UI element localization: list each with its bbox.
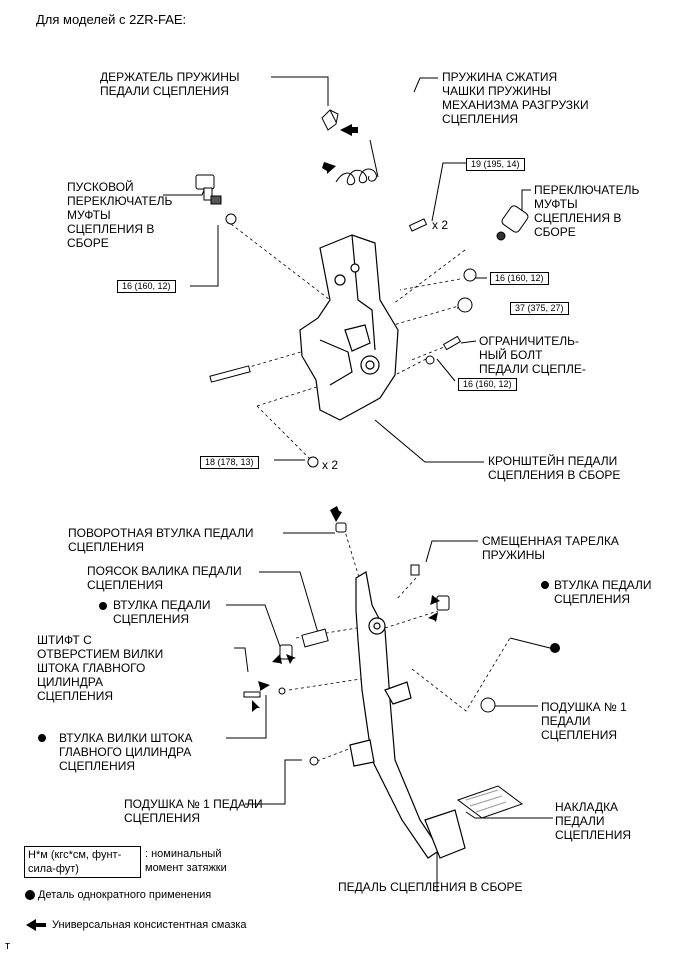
- torque-19: 19 (195, 14): [466, 158, 525, 171]
- pedal-arm-part: [349, 571, 466, 859]
- legend-torque-desc: : номинальный момент затяжки: [145, 848, 227, 874]
- page-header: Для моделей с 2ZR-FAE:: [36, 12, 187, 27]
- label-start-switch: ПУСКОВОЙ ПЕРЕКЛЮЧАТЕЛЬ МУФТЫ СЦЕПЛЕНИЯ В…: [67, 180, 173, 250]
- label-pad: НАКЛАДКА ПЕДАЛИ СЦЕПЛЕНИЯ: [555, 800, 632, 842]
- torque-18: 18 (178, 13): [200, 456, 259, 469]
- multiplier-bottom: x 2: [322, 458, 339, 472]
- switch-assy-part: [496, 205, 529, 241]
- label-pedal-assy: ПЕДАЛЬ СЦЕПЛЕНИЯ В СБОРЕ: [338, 880, 523, 894]
- label-yoke-bushing: ВТУЛКА ВИЛКИ ШТОКА ГЛАВНОГО ЦИЛИНДРА СЦЕ…: [59, 731, 193, 773]
- legend-torque-box: Н*м (кгс*см, фунт- сила-фут): [24, 846, 141, 878]
- compression-spring-part: [335, 139, 379, 186]
- label-turn-bushing: ПОВОРОТНАЯ ВТУЛКА ПЕДАЛИ СЦЕПЛЕНИЯ: [68, 526, 254, 554]
- label-bushing-right: ВТУЛКА ПЕДАЛИ СЦЕПЛЕНИЯ: [554, 578, 652, 606]
- corner-mark: т: [5, 940, 11, 952]
- multiplier-top: x 2: [432, 218, 449, 232]
- non-reusable-markers: [38, 581, 560, 742]
- legend-grease-arrow-icon: [26, 919, 46, 931]
- fasteners: [209, 213, 477, 468]
- legend-non-reusable: Деталь однократного применения: [38, 889, 212, 901]
- spring-holder-part: [321, 109, 339, 131]
- legend-bullet-icon: [25, 890, 35, 900]
- label-bushing-left: ВТУЛКА ПЕДАЛИ СЦЕПЛЕНИЯ: [113, 598, 211, 626]
- pedal-small-parts: [243, 522, 524, 819]
- grease-arrows: [252, 124, 440, 712]
- torque-16-switch: 16 (160, 12): [490, 272, 549, 285]
- torque-16-bolt: 16 (160, 12): [458, 378, 517, 391]
- label-cushion-right: ПОДУШКА № 1 ПЕДАЛИ СЦЕПЛЕНИЯ: [541, 700, 627, 742]
- pedal-bracket-part: [299, 234, 399, 421]
- label-switch-assy: ПЕРЕКЛЮЧАТЕЛЬ МУФТЫ СЦЕПЛЕНИЯ В СБОРЕ: [534, 183, 640, 239]
- label-shaft-collar: ПОЯСОК ВАЛИКА ПЕДАЛИ СЦЕПЛЕНИЯ: [87, 564, 242, 592]
- torque-37: 37 (375, 27): [510, 302, 569, 315]
- label-bracket: КРОНШТЕЙН ПЕДАЛИ СЦЕПЛЕНИЯ В СБОРЕ: [488, 454, 621, 482]
- start-switch-part: [195, 174, 222, 205]
- legend-grease: Универсальная консистентная смазка: [52, 919, 247, 931]
- label-compression-spring: ПРУЖИНА СЖАТИЯ ЧАШКИ ПРУЖИНЫ МЕХАНИЗМА Р…: [442, 70, 589, 126]
- torque-16-start: 16 (160, 12): [117, 280, 176, 293]
- label-spring-seat: СМЕЩЕННАЯ ТАРЕЛКА ПРУЖИНЫ: [482, 534, 619, 562]
- label-pin: ШТИФТ С ОТВЕРСТИЕМ ВИЛКИ ШТОКА ГЛАВНОГО …: [37, 633, 164, 703]
- label-cushion-bottom: ПОДУШКА № 1 ПЕДАЛИ СЦЕПЛЕНИЯ: [124, 797, 263, 825]
- label-spring-holder: ДЕРЖАТЕЛЬ ПРУЖИНЫ ПЕДАЛИ СЦЕПЛЕНИЯ: [100, 70, 240, 98]
